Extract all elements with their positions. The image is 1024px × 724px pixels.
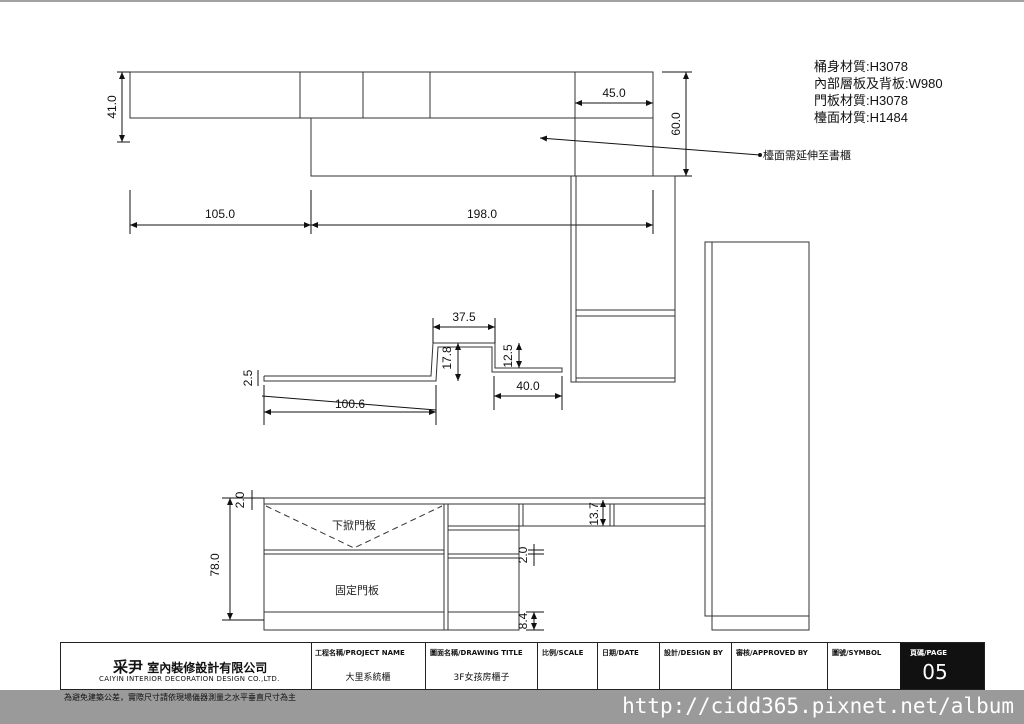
- page-cell: 頁碼/PAGE 05: [900, 643, 984, 689]
- dim-41: 41.0: [105, 95, 119, 119]
- drawing-title-value: 3F女孩房櫃子: [453, 673, 510, 683]
- project-value: 大里系統櫃: [345, 673, 391, 683]
- dim-8-4: 8.4: [516, 612, 530, 629]
- symbol-header: 圖號/SYMBOL: [832, 649, 882, 657]
- material-door: 門板材質:H3078: [814, 93, 908, 108]
- flip-door-indicator: [265, 505, 443, 549]
- scale-cell: 比例/SCALE: [538, 643, 598, 689]
- annotation-dot: [758, 153, 762, 157]
- front-elevation: [263, 497, 706, 631]
- approved-header: 審核/APPROVED BY: [736, 649, 808, 657]
- company-name-rest: 室內裝修設計有限公司: [147, 661, 268, 675]
- dim-2-5: 2.5: [241, 369, 255, 386]
- dim-37-5: 37.5: [452, 310, 476, 324]
- dim-17-8: 17.8: [440, 346, 454, 370]
- company-brand: 采尹: [113, 658, 144, 676]
- dim-12-5: 12.5: [501, 344, 515, 368]
- material-notes: 桶身材質:H3078 內部層板及背板:W980 門板材質:H3078 檯面材質:…: [814, 58, 943, 126]
- drawing-title-cell: 圖面名稱/DRAWING TITLE 3F女孩房櫃子: [426, 643, 538, 689]
- dim-40: 40.0: [516, 379, 540, 393]
- date-cell: 日期/DATE: [598, 643, 660, 689]
- plan-view: [129, 71, 654, 177]
- dim-13-7: 13.7: [587, 502, 601, 526]
- company-name-en: CAIYIN INTERIOR DECORATION DESIGN CO.,LT…: [99, 675, 280, 683]
- design-cell: 設計/DESIGN BY: [660, 643, 732, 689]
- dim-78: 78.0: [208, 553, 222, 577]
- side-cabinet: [570, 175, 676, 383]
- title-block: 采尹 室內裝修設計有限公司 CAIYIN INTERIOR DECORATION…: [60, 642, 985, 690]
- dim-198: 198.0: [467, 207, 497, 221]
- label-flip-door: 下掀門板: [332, 518, 376, 532]
- desk-section: [263, 342, 563, 382]
- drawing-title-header: 圖面名稱/DRAWING TITLE: [430, 649, 523, 657]
- dim-105: 105.0: [205, 207, 235, 221]
- front-elevation-dimensions: [222, 490, 606, 631]
- project-cell: 工程名稱/PROJECT NAME 大里系統櫃: [311, 643, 426, 689]
- page-header: 頁碼/PAGE: [910, 649, 947, 657]
- material-body: 桶身材質:H3078: [814, 59, 908, 74]
- dim-2-0-top: 2.0: [233, 491, 247, 508]
- plan-dimensions: [117, 71, 761, 234]
- dim-45: 45.0: [602, 86, 626, 100]
- material-shelf: 內部層板及背板:W980: [814, 76, 943, 91]
- dim-2-0-mid: 2.0: [516, 546, 530, 563]
- watermark-url: http://cidd365.pixnet.net/album: [622, 694, 1014, 718]
- footer-bar: [0, 690, 1024, 724]
- project-header: 工程名稱/PROJECT NAME: [315, 649, 405, 657]
- date-header: 日期/DATE: [602, 649, 639, 657]
- material-top: 檯面材質:H1484: [814, 110, 908, 125]
- countertop-annotation: 檯面需延伸至書櫃: [763, 150, 851, 162]
- dim-100-6: 100.6: [335, 397, 365, 411]
- disclaimer-text: 為避免建築公差，實際尺寸請依現場儀器測量之水平垂直尺寸為主: [64, 693, 296, 702]
- label-fixed-door: 固定門板: [335, 583, 379, 597]
- company-name: 采尹 室內裝修設計有限公司: [113, 656, 267, 677]
- page-number: 05: [922, 660, 948, 684]
- approved-cell: 審核/APPROVED BY: [732, 643, 828, 689]
- company-cell: 采尹 室內裝修設計有限公司 CAIYIN INTERIOR DECORATION…: [61, 643, 312, 689]
- design-header: 設計/DESIGN BY: [664, 649, 723, 657]
- desk-section-dimensions: [257, 318, 563, 425]
- scale-header: 比例/SCALE: [542, 649, 584, 657]
- bookcase-elevation: [704, 241, 810, 631]
- dim-60: 60.0: [669, 112, 683, 136]
